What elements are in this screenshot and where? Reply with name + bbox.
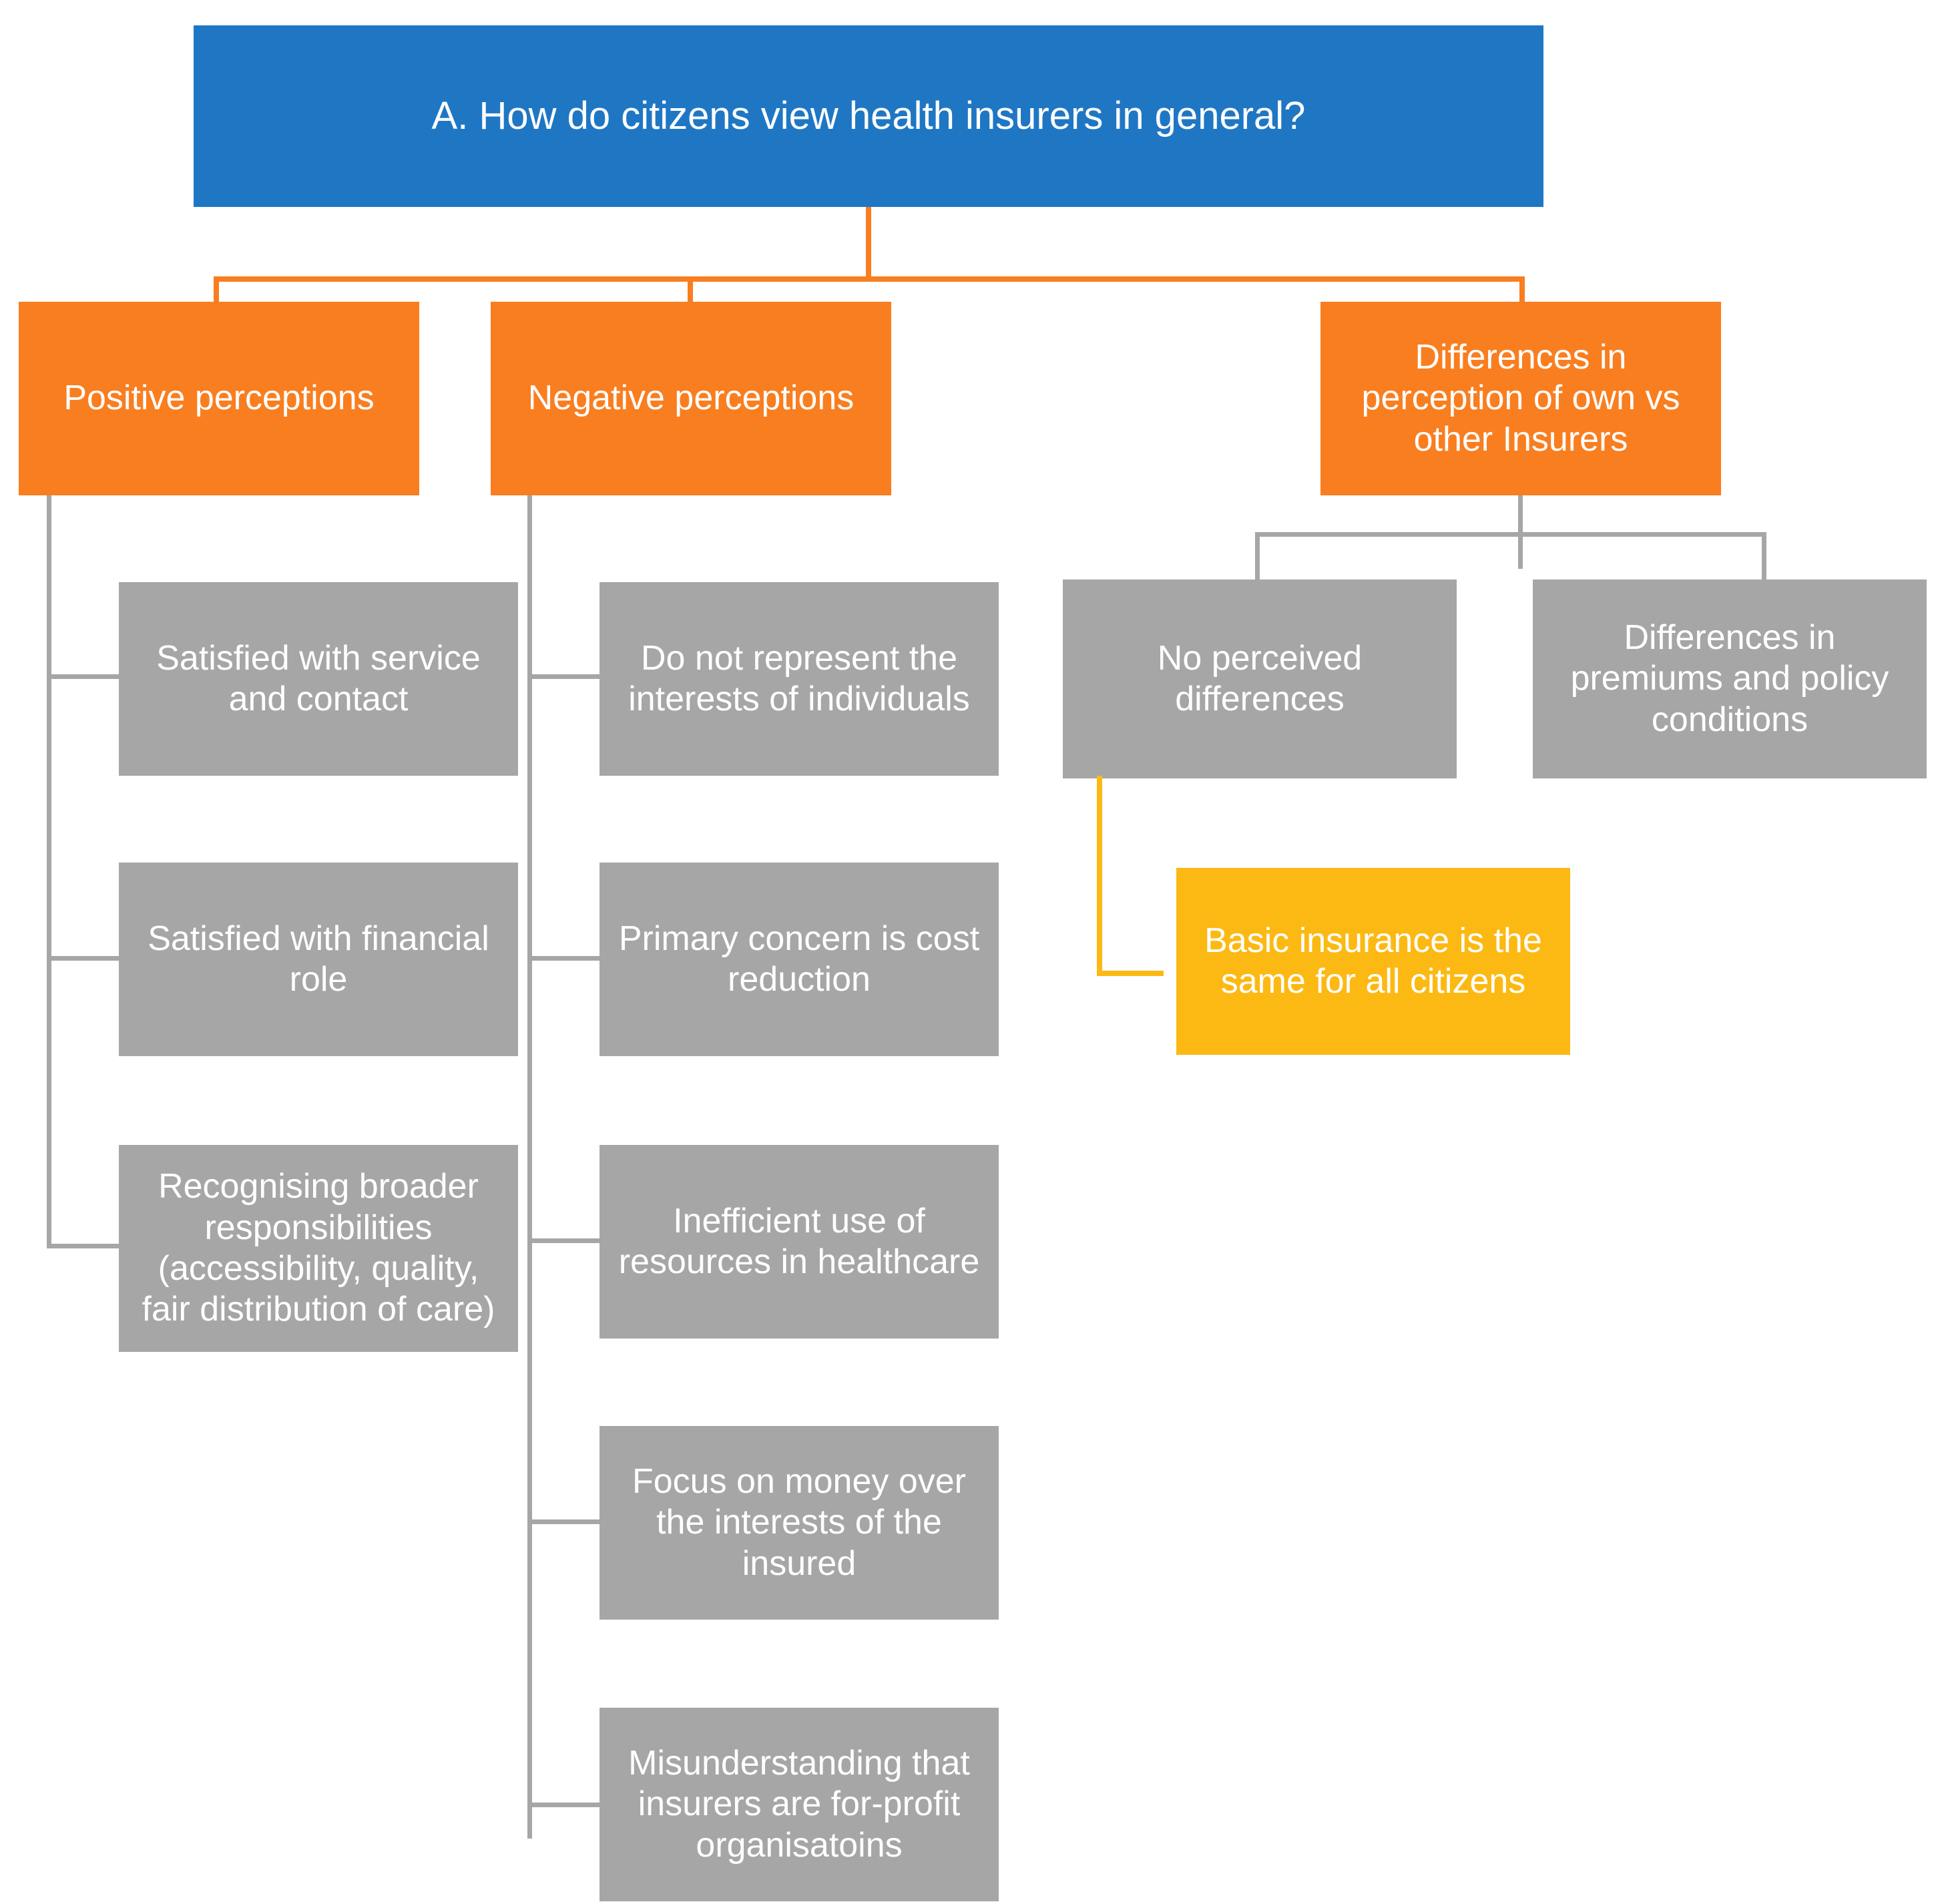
connector-positive-stub-2 — [47, 956, 120, 961]
connector-differences-to-premiums — [1762, 532, 1766, 584]
connector-root-bus — [214, 276, 1525, 282]
branch-positive-perceptions[interactable]: Positive perceptions — [19, 302, 419, 495]
connector-root-to-positive — [214, 276, 219, 306]
connector-root-to-negative — [688, 276, 693, 306]
connector-negative-stub-5 — [527, 1803, 601, 1807]
branch-differences-in-perception[interactable]: Differences in perception of own vs othe… — [1320, 302, 1721, 495]
leaf-primary-concern-cost-reduction[interactable]: Primary concern is cost reduction — [599, 863, 999, 1056]
leaf-differences-in-premiums-and-policy-conditions[interactable]: Differences in premiums and policy condi… — [1533, 579, 1927, 778]
root-node[interactable]: A. How do citizens view health insurers … — [194, 25, 1543, 207]
connector-negative-spine — [527, 495, 532, 1839]
leaf-focus-on-money-over-interests[interactable]: Focus on money over the interests of the… — [599, 1426, 999, 1620]
connector-negative-stub-2 — [527, 956, 601, 961]
connector-negative-stub-4 — [527, 1519, 601, 1524]
leaf-do-not-represent-interests[interactable]: Do not represent the interests of indivi… — [599, 582, 999, 776]
leaf-satisfied-with-financial-role[interactable]: Satisfied with financial role — [119, 863, 518, 1056]
leaf-satisfied-with-service-and-contact[interactable]: Satisfied with service and contact — [119, 582, 518, 776]
connector-no-perceived-to-basic-vertical — [1097, 776, 1102, 976]
leaf-basic-insurance-same-for-all-citizens[interactable]: Basic insurance is the same for all citi… — [1176, 868, 1570, 1055]
connector-positive-stub-1 — [47, 674, 120, 679]
connector-positive-spine — [47, 495, 51, 1248]
connector-root-to-differences — [1519, 276, 1525, 306]
connector-negative-stub-1 — [527, 674, 601, 679]
leaf-misunderstanding-for-profit[interactable]: Misunderstanding that insurers are for-p… — [599, 1708, 999, 1901]
connector-root-stem — [866, 207, 871, 280]
leaf-inefficient-use-of-resources[interactable]: Inefficient use of resources in healthca… — [599, 1145, 999, 1339]
branch-negative-perceptions[interactable]: Negative perceptions — [491, 302, 891, 495]
connector-differences-bus — [1255, 532, 1766, 537]
connector-positive-stub-3 — [47, 1244, 120, 1248]
connector-no-perceived-to-basic-horizontal — [1097, 971, 1164, 976]
leaf-recognising-broader-responsibilities[interactable]: Recognising broader responsibilities (ac… — [119, 1145, 518, 1352]
connector-negative-stub-3 — [527, 1238, 601, 1243]
leaf-no-perceived-differences[interactable]: No perceived differences — [1063, 579, 1457, 778]
connector-differences-to-no-perceived — [1255, 532, 1260, 584]
